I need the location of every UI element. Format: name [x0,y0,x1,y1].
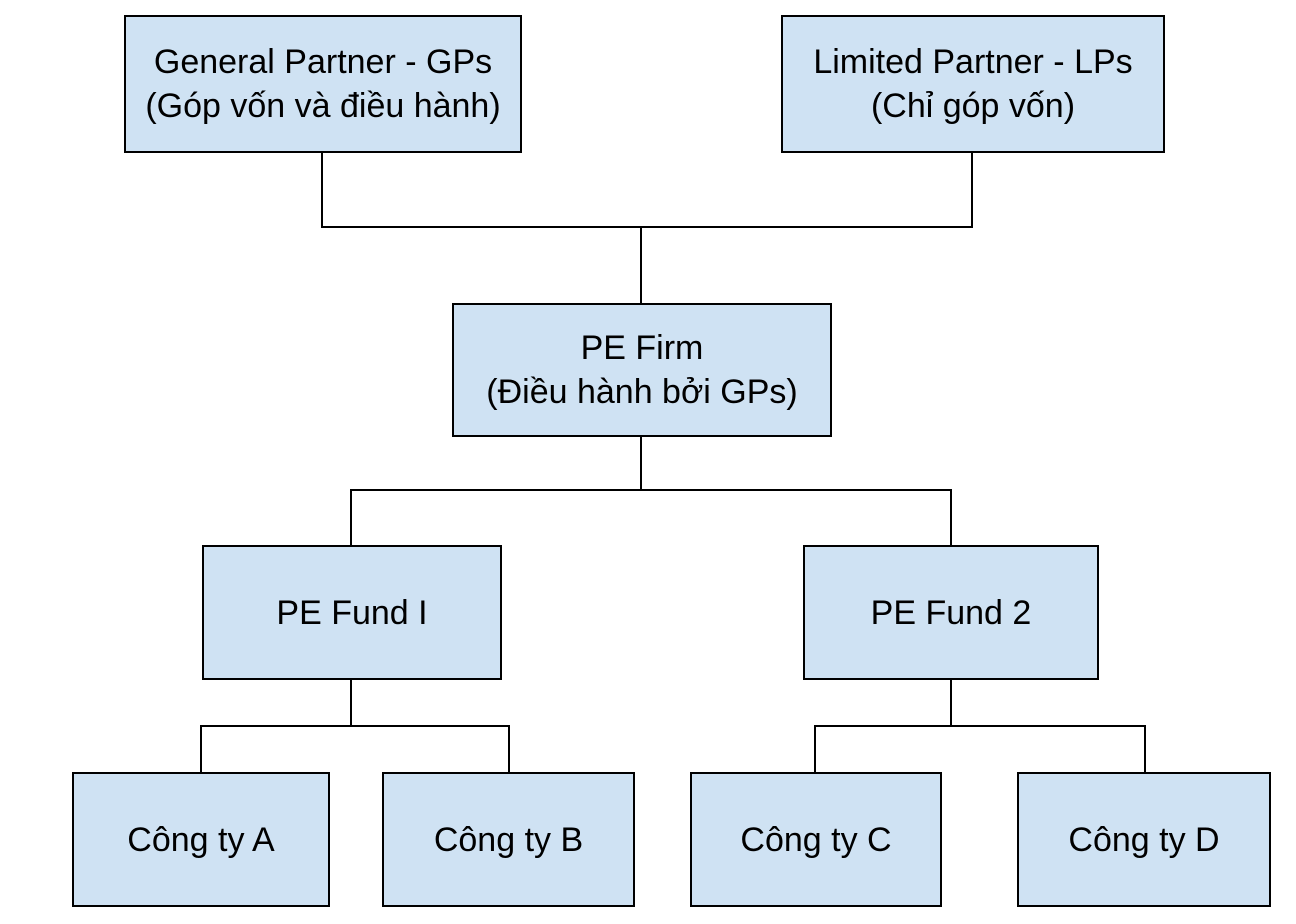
node-limited-partner: Limited Partner - LPs (Chỉ góp vốn) [781,15,1165,153]
node-company-c: Công ty C [690,772,942,907]
connector-fund2-down [950,678,952,727]
node-company-b: Công ty B [382,772,635,907]
node-label: Công ty B [434,818,583,862]
node-label: Công ty A [127,818,274,862]
connector-fund1-down [350,678,352,727]
node-label: Công ty D [1068,818,1219,862]
node-label: General Partner - GPs (Góp vốn và điều h… [145,40,500,128]
node-label: Limited Partner - LPs (Chỉ góp vốn) [813,40,1132,128]
node-label-line1: General Partner - GPs [153,43,493,81]
node-label-line1: Công ty A [127,820,275,859]
node-label-line1: Limited Partner - LPs [813,43,1133,81]
node-pe-fund-2: PE Fund 2 [803,545,1099,680]
connector-fund2-up [950,489,952,546]
connector-pe-firm-down [640,435,642,491]
connector-funds-horizontal [350,489,952,491]
node-label-line1: Công ty C [740,820,892,859]
node-label-line2: (Điều hành bởi GPs) [486,373,798,411]
node-label-line1: Công ty D [1068,820,1220,859]
node-label: PE Fund 2 [871,591,1032,635]
node-label: PE Firm (Điều hành bởi GPs) [486,326,797,414]
connector-company-b-up [508,725,510,773]
node-label-line1: PE Fund 2 [870,593,1032,632]
node-pe-fund-1: PE Fund I [202,545,502,680]
connector-fund1-up [350,489,352,546]
node-general-partner: General Partner - GPs (Góp vốn và điều h… [124,15,522,153]
node-label-line2: (Góp vốn và điều hành) [145,87,501,125]
connector-pe-firm-up [640,226,642,304]
connector-fund1-children-horizontal [200,725,510,727]
node-company-a: Công ty A [72,772,330,907]
node-label-line1: Công ty B [433,820,584,859]
connector-company-a-up [200,725,202,773]
node-label-line2: (Chỉ góp vốn) [870,87,1076,125]
node-label-line1: PE Fund I [276,593,428,632]
node-label: Công ty C [740,818,891,862]
connector-fund2-children-horizontal [814,725,1146,727]
connector-gp-lp-horizontal [321,226,973,228]
node-label: PE Fund I [276,591,427,635]
connector-gp-down [321,152,323,228]
connector-lp-down [971,152,973,228]
node-pe-firm: PE Firm (Điều hành bởi GPs) [452,303,832,437]
node-label-line1: PE Firm [580,329,704,367]
connector-company-d-up [1144,725,1146,773]
connector-company-c-up [814,725,816,773]
node-company-d: Công ty D [1017,772,1271,907]
